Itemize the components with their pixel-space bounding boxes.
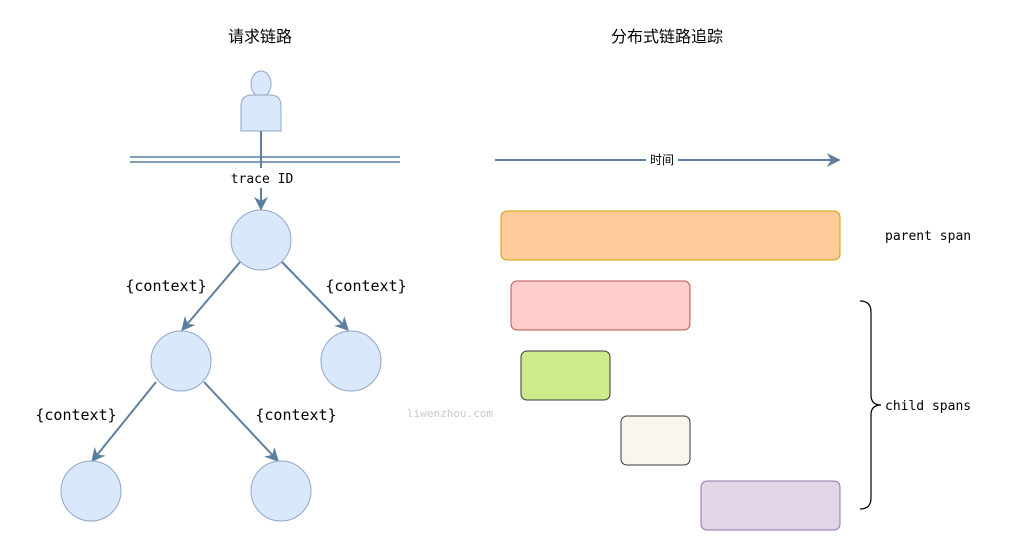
right-brace-icon bbox=[859, 300, 882, 510]
edge-root-to-left-child bbox=[181, 261, 241, 332]
right-child-service-node bbox=[320, 330, 382, 392]
service-boundary-line bbox=[130, 156, 400, 163]
watermark: liwenzhou.com bbox=[407, 407, 493, 420]
child-span-bar-4 bbox=[700, 480, 841, 531]
child-span-bar-1 bbox=[510, 280, 691, 331]
edge-left-child-to-leaf-2 bbox=[203, 381, 279, 463]
root-service-node bbox=[230, 209, 292, 271]
child-span-bar-3 bbox=[620, 415, 691, 466]
time-label-background bbox=[646, 151, 678, 169]
context-label-3: {context} bbox=[35, 406, 116, 424]
left-child-service-node bbox=[150, 330, 212, 392]
context-label-4: {context} bbox=[255, 406, 336, 424]
edge-root-to-right-child bbox=[281, 261, 349, 332]
context-label-2: {context} bbox=[325, 277, 406, 295]
user-icon bbox=[240, 70, 282, 132]
context-label-1: {context} bbox=[125, 277, 206, 295]
trace-id-label: trace ID bbox=[231, 172, 294, 187]
request-chain-title: 请求链路 bbox=[228, 27, 292, 46]
parent-span-label: parent span bbox=[885, 229, 971, 244]
edge-left-child-to-leaf-1 bbox=[91, 381, 157, 463]
time-axis-label: 时间 bbox=[650, 153, 674, 167]
parent-span-bar bbox=[500, 210, 841, 261]
child-span-bar-2 bbox=[520, 350, 611, 401]
leaf-service-node-2 bbox=[250, 460, 312, 522]
leaf-service-node-1 bbox=[60, 460, 122, 522]
distributed-tracing-title: 分布式链路追踪 bbox=[611, 27, 723, 46]
child-spans-label: child spans bbox=[885, 399, 971, 414]
